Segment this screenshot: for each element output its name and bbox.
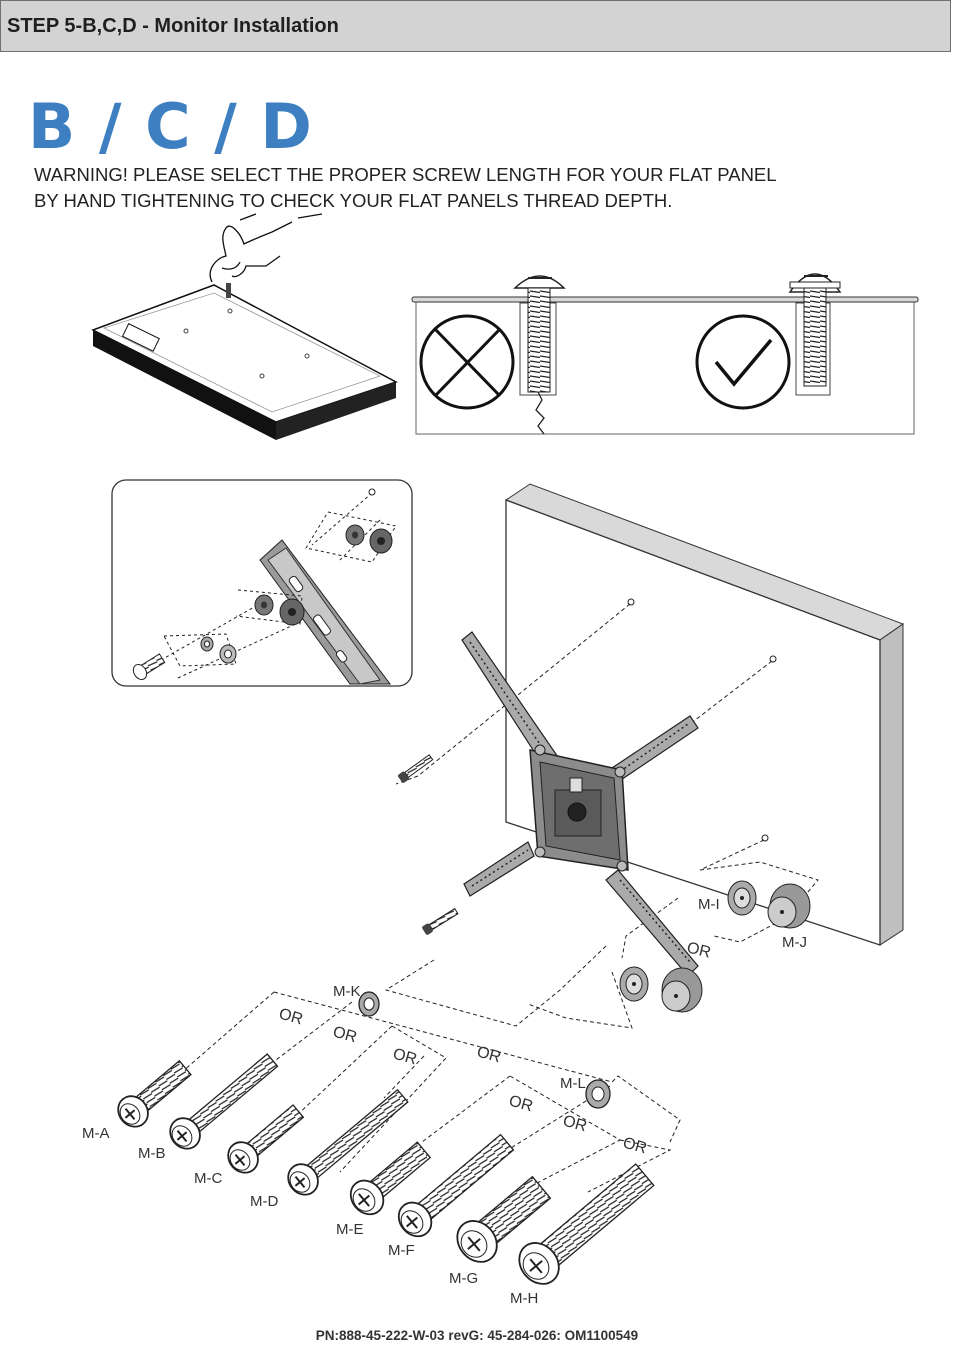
label-m-a: M-A [82,1125,110,1142]
label-m-i: M-I [698,896,720,913]
spacer-small [619,966,649,1002]
long-screw-lower [422,907,459,935]
warning-line-1: WARNING! PLEASE SELECT THE PROPER SCREW … [34,164,777,185]
screw-m-f [397,1133,515,1238]
label-m-e: M-E [336,1221,364,1238]
screw-m-h [518,1163,655,1285]
warning-text: WARNING! PLEASE SELECT THE PROPER SCREW … [34,162,777,214]
label-m-d: M-D [250,1193,278,1210]
step-header-bar: STEP 5-B,C,D - Monitor Installation [0,0,951,52]
detail-inset [111,479,413,687]
wrong-cross-icon [419,314,515,410]
screw-m-a [117,1059,192,1128]
step-title: STEP 5-B,C,D - Monitor Installation [7,15,339,37]
label-m-b: M-B [138,1145,166,1162]
correct-check-icon [695,314,791,410]
section-heading: B / C / D [28,90,313,163]
screw-m-b [169,1053,279,1150]
or-label: OR [277,1006,305,1029]
tv-back-panel [504,483,905,946]
screw-m-g [456,1175,552,1263]
or-label: OR [685,939,712,961]
label-m-f: M-F [388,1242,415,1259]
wrong-screw [513,275,566,435]
label-m-j: M-J [782,934,807,951]
or-label: OR [507,1093,535,1116]
label-m-l: M-L [560,1075,586,1092]
screw-m-e [349,1141,432,1216]
guide-lines [181,603,819,1197]
or-label: OR [331,1024,359,1047]
flat-panel-illustration [91,213,398,440]
or-label: OR [475,1044,503,1067]
part-number-footer: PN:888-45-222-W-03 revG: 45-284-026: OM1… [315,1328,639,1343]
label-m-g: M-G [449,1270,478,1287]
universal-mount-plate [461,631,699,977]
washer-m-l [585,1079,611,1109]
spacer-m-i [727,880,757,916]
long-screw-upper [398,754,434,783]
or-label: OR [391,1046,419,1069]
screw-m-d [287,1088,409,1196]
spacer-large [661,967,703,1013]
screw-m-c [227,1104,305,1174]
or-label: OR [621,1135,649,1158]
washer-m-k [358,991,380,1017]
label-m-c: M-C [194,1170,222,1187]
screw-length-comparison [411,273,919,435]
warning-line-2: BY HAND TIGHTENING TO CHECK YOUR FLAT PA… [34,190,673,211]
spacer-m-j [767,883,811,929]
label-m-h: M-H [510,1290,538,1307]
correct-screw [788,273,842,396]
or-label: OR [561,1113,589,1136]
label-m-k: M-K [333,983,361,1000]
